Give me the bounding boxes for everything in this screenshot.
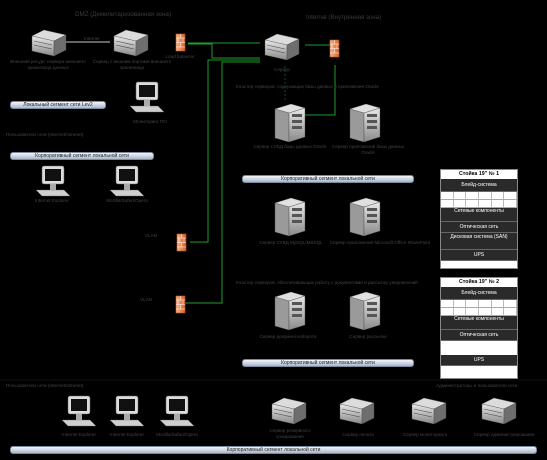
firewall-mid-icon [176,233,187,252]
srv-b-icon [349,197,381,237]
center-server-label: Сервер [274,67,290,72]
link-fw-low [185,61,260,304]
srv-d-icon [349,291,381,331]
rack-2-item: Сетевые компоненты [441,316,517,330]
user-win-label: Internet Explorer [35,198,69,203]
db-server-icon [274,103,306,143]
link-lb-center-2 [188,43,260,59]
fw-low-label: VLAN [140,297,153,302]
center-server-icon [264,33,300,61]
bottom-srv-4-label: Сервер администрирования [473,432,535,437]
bottom-user-2-label: Internet Explorer [110,432,144,437]
bottom-pc-3-icon [159,395,195,427]
router-server-label: Сервер с вешним портами внешнего хранили… [92,59,172,70]
srv-a-label: Сервер СУБД MySQL/MSSQL [259,240,323,245]
bottom-user-1-label: Internet Explorer [62,432,96,437]
bottom-srv-3-icon [411,397,447,425]
user-mac-pc-icon [109,165,145,197]
bottom-pc-2-icon [109,395,145,427]
link-fw-cluster [305,65,336,116]
router-server-icon [113,29,149,57]
firewall-low-icon [175,295,186,314]
bottom-srv-1-label: Сервер резервного копирования [269,428,311,439]
servers-group2-label: Кластер серверов, обеспечивающих работу … [236,280,418,285]
bottom-srv-2-label: Сервер печати [342,432,374,437]
lb-label: Load balancer [165,54,195,59]
bar-corp-segment-1: Корпоративный сегмент локальной сети [10,152,154,160]
bottom-srv-1-icon [271,397,307,425]
rack-2-item: Оптическая сеть [441,330,517,341]
rack-2: Стойка 19" № 2 Блейд-система Сетевые ком… [440,277,518,379]
srv-a-icon [274,197,306,237]
app-server-icon [349,103,381,143]
rack-2-item: UPS [441,355,517,366]
bottom-right-note: Администраторы и пользователи сети [436,383,518,388]
bottom-srv-3-label: Сервер мониторинга [402,432,448,437]
fw-mid-label: VLAN [145,233,158,238]
rack-2-title: Стойка 19" № 2 [441,278,517,287]
inet-label: Internet [84,36,100,41]
bar-corp-segment-3: Корпоративный сегмент локальной сети [242,359,414,367]
rack-1-slots [441,200,518,208]
user-win-pc-icon [35,165,71,197]
link-fw-mid [190,59,260,243]
users-top-label: Пользователи сети (Internet/Intranet) [6,132,84,137]
srv-d-label: Сервер рассылки [349,334,387,339]
user-mac-label: Mozilla/Safari/Opera [106,198,148,203]
rack-1-item: Дисковая система (SAN) [441,233,517,250]
app-server-label: Сервер приложений базы данных Oracle [331,144,405,155]
rack-2-slots [441,300,518,308]
bottom-srv-4-icon [481,397,517,425]
rack-2-slots [441,308,518,316]
servers-group1-label: Кластер серверов, содержащих базы данных… [236,84,379,89]
bottom-pc-1-icon [61,395,97,427]
rack-2-spacer [441,341,517,355]
bar-corp-segment-2: Корпоративный сегмент локальной сети [242,175,414,183]
rack-1-slots [441,192,518,200]
firewall-dmz-icon [175,33,186,52]
local-pc-label: Мониторинг ПО [133,119,167,124]
rack-1: Стойка 19" № 1 Блейд-система Сетевые ком… [440,169,518,269]
rack-1-item: UPS [441,250,517,261]
ext-server-icon [31,29,67,57]
ext-server-label: Внешний ресурс сервера внешнего хранилищ… [10,59,86,70]
bar-corp-segment-4: Корпоративный сегмент локальной сети [10,446,537,454]
rack-2-item: Блейд-система [441,287,517,300]
zone-dmz-header: DMZ (Демилитаризованная зона) [75,11,172,18]
bottom-srv-2-icon [339,397,375,425]
firewall-internal-icon [329,39,340,58]
bar-local-segment: Локальный сегмент сети Lev2 [10,101,106,109]
bottom-user-3-label: Mozilla/Safari/Opera [156,432,198,437]
rack-1-item: Оптическая сеть [441,222,517,233]
users-bottom-label: Пользователи сети (Internet/Intranet) [6,383,84,388]
zone-internal-header: Internal (Внутренняя зона) [306,14,382,21]
srv-c-label: Сервер документооборота [259,334,317,339]
local-pc-icon [129,81,165,113]
db-server-label: Сервер СУБД базы данных Oracle [253,144,327,149]
srv-c-icon [274,291,306,331]
rack-1-title: Стойка 19" № 1 [441,170,517,179]
srv-b-label: Сервер приложений Microsoft Office Share… [329,240,431,245]
rack-1-item: Блейд-система [441,179,517,192]
rack-1-item: Сетевые компоненты [441,208,517,222]
